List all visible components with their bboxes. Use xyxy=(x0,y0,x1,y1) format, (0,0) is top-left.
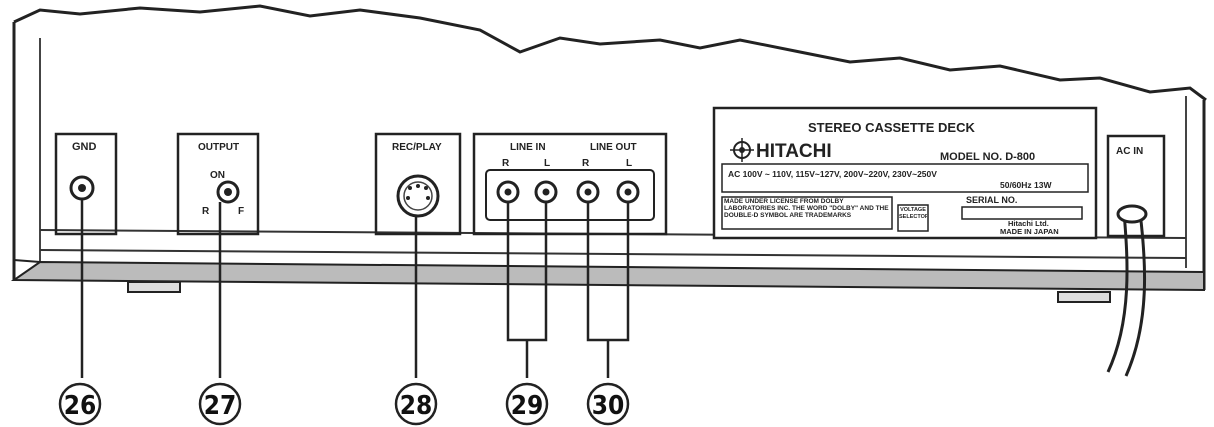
callout-26: 26 xyxy=(58,382,102,426)
line-in-label: LINE IN xyxy=(510,142,546,153)
foot-left xyxy=(127,281,181,293)
output-r-label: R xyxy=(202,206,210,217)
recplay-label: REC/PLAY xyxy=(392,142,442,153)
ac-in-panel xyxy=(1106,134,1166,238)
callout-29-label: 29 xyxy=(511,391,544,421)
rca-jacks xyxy=(496,180,640,204)
line-panel xyxy=(472,132,668,236)
serial-box xyxy=(961,206,1083,220)
line-in-l: L xyxy=(544,158,550,169)
output-label: OUTPUT xyxy=(198,142,239,153)
callout-27-label: 27 xyxy=(204,391,237,421)
dolby-notice: MADE UNDER LICENSE FROM DOLBY LABORATORI… xyxy=(724,198,889,219)
callout-30-label: 30 xyxy=(592,391,625,421)
voltage-selector[interactable] xyxy=(897,204,929,232)
callout-26-label: 26 xyxy=(64,391,97,421)
line-in-r: R xyxy=(502,158,510,169)
nameplate-voltage-2: 50/60Hz 13W xyxy=(1000,180,1052,190)
cord-grommet xyxy=(1116,204,1148,224)
maker-label: Hitachi Ltd. xyxy=(1008,219,1049,228)
callout-29: 29 xyxy=(505,382,549,426)
voltage-selector-label: VOLTAGE SELECTOR xyxy=(899,207,927,220)
line-out-label: LINE OUT xyxy=(590,142,637,153)
callout-leaders xyxy=(80,200,630,378)
chassis-bottom xyxy=(10,260,1205,292)
hitachi-logo-icon xyxy=(730,138,754,162)
callout-28: 28 xyxy=(394,382,438,426)
callout-27: 27 xyxy=(198,382,242,426)
callout-28-label: 28 xyxy=(400,391,433,421)
power-cord xyxy=(1106,211,1147,377)
output-on-label: ON xyxy=(210,170,225,181)
serial-label: SERIAL NO. xyxy=(966,195,1017,205)
recplay-panel xyxy=(374,132,462,236)
nameplate-voltage-1: AC 100V ~ 110V, 115V~127V, 200V~220V, 23… xyxy=(728,169,937,179)
nameplate-title: STEREO CASSETTE DECK xyxy=(808,120,975,135)
output-panel xyxy=(176,132,260,236)
cabinet-torn-edge xyxy=(13,4,1207,102)
output-f-label: F xyxy=(238,206,244,217)
gnd-label: GND xyxy=(72,141,97,153)
line-out-r: R xyxy=(582,158,590,169)
nameplate-model: MODEL NO. D-800 xyxy=(940,151,1035,163)
line-out-l: L xyxy=(626,158,632,169)
ac-in-label: AC IN xyxy=(1116,146,1143,157)
origin-label: MADE IN JAPAN xyxy=(1000,227,1059,236)
nameplate-brand: HITACHI xyxy=(756,141,832,162)
gnd-panel xyxy=(54,132,118,236)
callout-30: 30 xyxy=(586,382,630,426)
foot-right xyxy=(1057,291,1111,303)
